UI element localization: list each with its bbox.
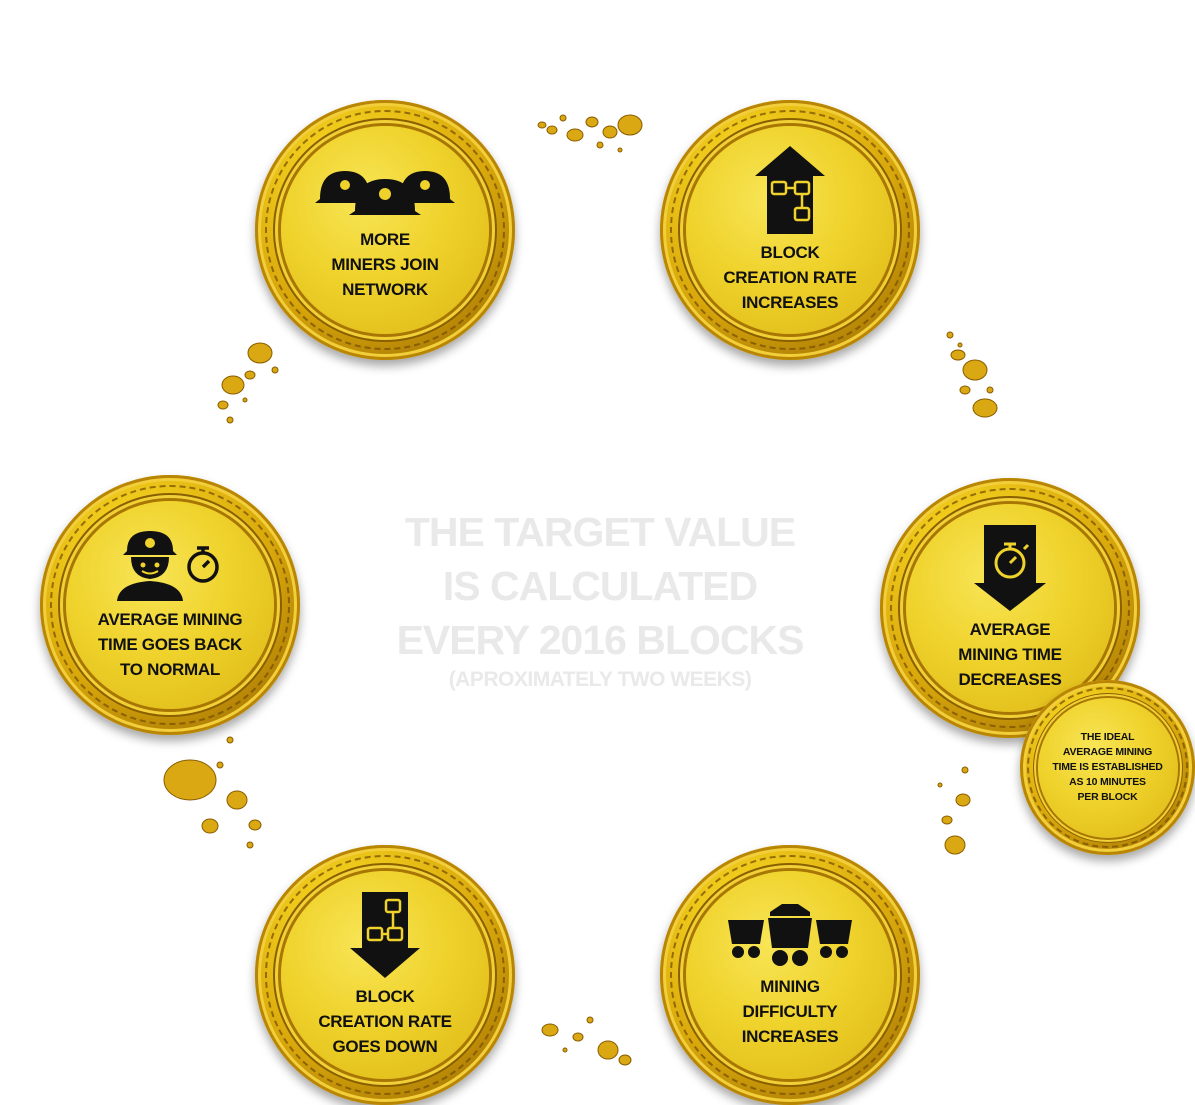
gold-nuggets-lower-right	[937, 766, 971, 855]
coin-rim	[1027, 687, 1188, 848]
coin-difficulty-increases: MINING DIFFICULTY INCREASES	[660, 845, 920, 1105]
note-label: THE IDEAL AVERAGE MINING TIME IS ESTABLI…	[1052, 731, 1163, 803]
coin-rim	[890, 488, 1130, 728]
coin-face: THE IDEAL AVERAGE MINING TIME IS ESTABLI…	[1037, 697, 1178, 838]
mine-carts-icon	[728, 903, 852, 966]
step-label: BLOCK CREATION RATE GOES DOWN	[318, 986, 452, 1056]
stopwatch-down-arrow-icon	[974, 524, 1046, 611]
center-line-2: IS CALCULATED	[442, 563, 758, 609]
coin-block-rate-increases: BLOCK CREATION RATE INCREASES	[660, 100, 920, 360]
coin-time-back-to-normal: AVERAGE MINING TIME GOES BACK TO NORMAL	[40, 475, 300, 735]
step-label: AVERAGE MINING TIME DECREASES	[958, 619, 1062, 689]
step-label: MORE MINERS JOIN NETWORK	[331, 229, 439, 299]
center-caption: THE TARGET VALUE IS CALCULATED EVERY 201…	[340, 505, 860, 693]
coin-block-rate-down: BLOCK CREATION RATE GOES DOWN	[255, 845, 515, 1105]
coin-rim	[265, 855, 505, 1095]
coin-rim	[265, 110, 505, 350]
step-label: MINING DIFFICULTY INCREASES	[741, 976, 839, 1046]
coin-face: AVERAGE MINING TIME DECREASES	[906, 504, 1114, 712]
coin-face: MINING DIFFICULTY INCREASES	[686, 871, 894, 1079]
coin-face: BLOCK CREATION RATE GOES DOWN	[281, 871, 489, 1079]
coin-face: AVERAGE MINING TIME GOES BACK TO NORMAL	[66, 501, 274, 709]
miner-stopwatch-icon	[117, 530, 219, 601]
gold-nuggets-left	[217, 342, 279, 424]
block-chain-down-arrow-icon	[350, 891, 420, 978]
coin-mining-time-decreases: AVERAGE MINING TIME DECREASES	[880, 478, 1140, 738]
center-subtitle: (APROXIMATELY TWO WEEKS)	[448, 668, 752, 691]
coin-rim	[670, 855, 910, 1095]
step-label: BLOCK CREATION RATE INCREASES	[723, 242, 857, 312]
coin-face: BLOCK CREATION RATE INCREASES	[686, 126, 894, 334]
coin-rim	[50, 485, 290, 725]
step-label: AVERAGE MINING TIME GOES BACK TO NORMAL	[97, 609, 243, 679]
gold-nuggets-bottom	[541, 1016, 632, 1066]
gold-nuggets-top	[537, 114, 643, 153]
coin-more-miners: MORE MINERS JOIN NETWORK	[255, 100, 515, 360]
block-chain-up-arrow-icon	[755, 145, 825, 234]
coin-rim	[670, 110, 910, 350]
coin-ideal-time-note: THE IDEAL AVERAGE MINING TIME IS ESTABLI…	[1020, 680, 1195, 855]
gold-nuggets-top-right	[946, 331, 998, 418]
center-line-1: THE TARGET VALUE	[404, 509, 796, 555]
coin-face: MORE MINERS JOIN NETWORK	[281, 126, 489, 334]
miner-helmets-icon	[315, 170, 455, 215]
gold-nuggets-lower-left	[163, 736, 262, 849]
center-line-3: EVERY 2016 BLOCKS	[396, 617, 805, 663]
